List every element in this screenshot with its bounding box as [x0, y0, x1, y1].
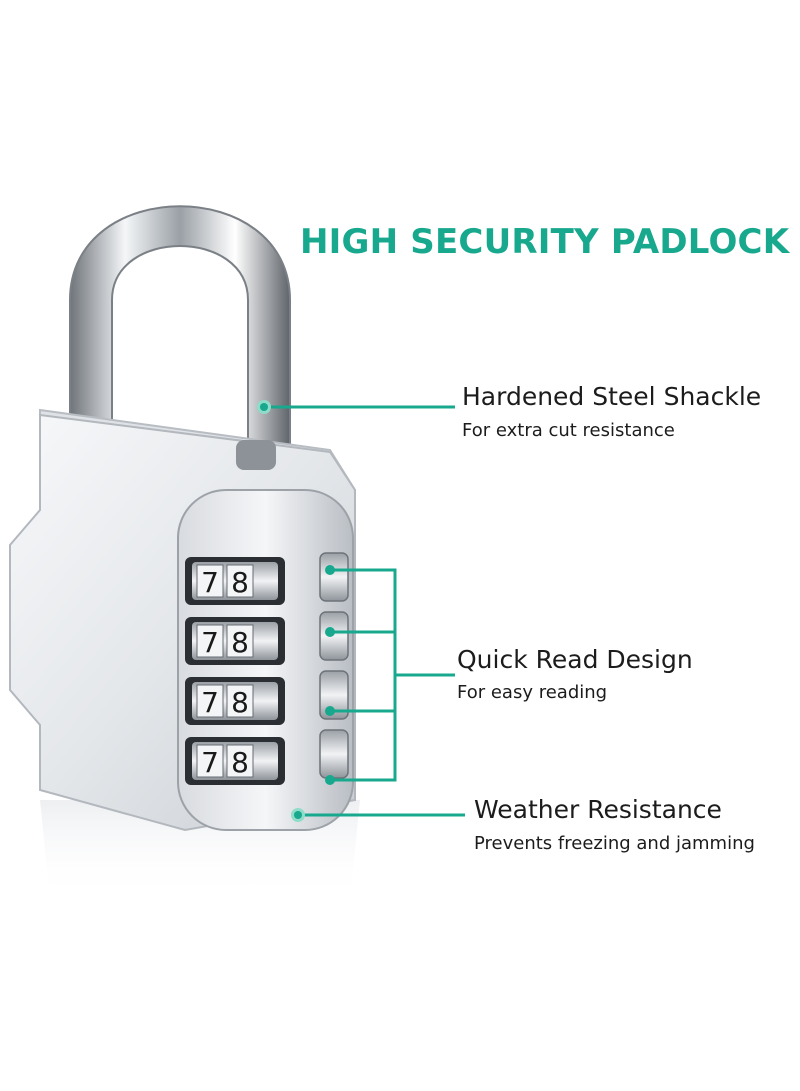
- wheel-digit: 7: [201, 686, 219, 719]
- digit-cell: [196, 684, 224, 718]
- digit-cell: [196, 744, 224, 778]
- wheel-digit: 7: [201, 626, 219, 659]
- annotation-lines: [264, 405, 465, 817]
- feature-subtitle-quick-read: For easy reading: [457, 682, 608, 703]
- digit-cell: [226, 564, 254, 598]
- digit-cell: [226, 684, 254, 718]
- wheel-digit: 8: [231, 566, 249, 599]
- feature-title-quick-read: Quick Read Design: [457, 645, 693, 674]
- feature-subtitle-shackle: For extra cut resistance: [462, 420, 675, 441]
- shackle-base: [236, 440, 276, 470]
- feature-title-shackle: Hardened Steel Shackle: [462, 382, 762, 411]
- feature-subtitle-weather: Prevents freezing and jamming: [474, 833, 755, 854]
- digit-cell: [196, 564, 224, 598]
- wheel-digit: 7: [201, 746, 219, 779]
- wheel-digit: 8: [231, 686, 249, 719]
- wheel-digit: 7: [201, 566, 219, 599]
- digit-cell: [196, 624, 224, 658]
- digit-cell: [226, 744, 254, 778]
- shackle: [69, 205, 291, 461]
- annotation-dots: [257, 400, 335, 822]
- wheel-digit: 8: [231, 626, 249, 659]
- wheel-digit: 8: [231, 746, 249, 779]
- side-wheels: [319, 552, 349, 779]
- feature-title-weather: Weather Resistance: [474, 795, 722, 824]
- digit-cell: [226, 624, 254, 658]
- headline: HIGH SECURITY PADLOCK: [300, 222, 790, 262]
